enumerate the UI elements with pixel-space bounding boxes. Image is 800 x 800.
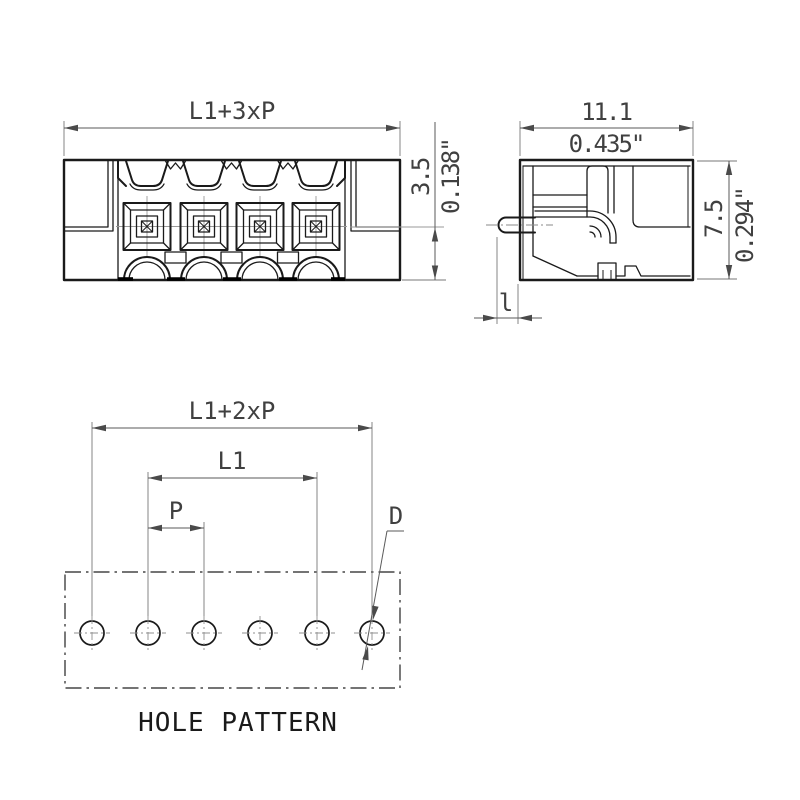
dim-center-height-inch: 0.138"	[437, 139, 465, 214]
dim-center-height: 3.5 0.138"	[350, 122, 465, 281]
view-caption: HOLE PATTERN	[138, 708, 338, 738]
dim-side-height-inch: 0.294"	[731, 188, 759, 263]
dim-holes-pitch: P	[148, 497, 205, 616]
hole-1	[73, 615, 111, 651]
rear-pocket	[632, 165, 691, 228]
clamp-block	[586, 165, 609, 218]
hole-3	[185, 615, 223, 651]
dim-pin-length: l	[474, 237, 542, 324]
dim-holes-overall: L1+2xP	[91, 397, 373, 616]
dim-center-height-mm: 3.5	[407, 158, 435, 196]
side-bottom-detail	[532, 255, 691, 281]
side-view-body-outline	[518, 158, 695, 282]
dim-side-height: 7.5 0.294"	[697, 160, 759, 280]
dim-pin-length-label: l	[499, 289, 513, 317]
hole-pattern-view	[64, 571, 401, 689]
side-view	[486, 158, 695, 282]
dim-holes-pitch-label: P	[169, 497, 183, 525]
contact-elbow	[534, 210, 617, 244]
hole-4	[241, 615, 279, 651]
dim-front-overall-width-label: L1+3xP	[189, 97, 276, 125]
solder-pin	[497, 216, 536, 234]
dim-holes-overall-label: L1+2xP	[189, 397, 276, 425]
dim-side-depth-inch: 0.435"	[569, 130, 644, 158]
hole-pattern-outline	[64, 571, 401, 689]
pole-4	[284, 160, 348, 281]
front-view	[62, 158, 402, 282]
front-view-body-outline	[62, 158, 402, 282]
hole-2	[129, 615, 167, 651]
dim-side-height-mm: 7.5	[700, 200, 728, 238]
pole-1	[115, 160, 179, 281]
dim-side-depth: 11.1 0.435"	[519, 98, 694, 158]
dim-hole-diameter-label: D	[389, 502, 403, 530]
dim-holes-l1: L1	[147, 447, 318, 616]
dim-hole-diameter: D	[361, 502, 404, 671]
right-flange	[350, 159, 401, 232]
hole-5	[298, 615, 336, 651]
hole-6	[353, 615, 391, 651]
dim-side-depth-mm: 11.1	[581, 98, 631, 126]
pole-3	[228, 160, 292, 281]
dim-holes-l1-label: L1	[218, 447, 247, 475]
dim-front-overall-width: L1+3xP	[63, 97, 401, 156]
pole-2	[172, 160, 236, 281]
left-flange	[63, 159, 114, 232]
